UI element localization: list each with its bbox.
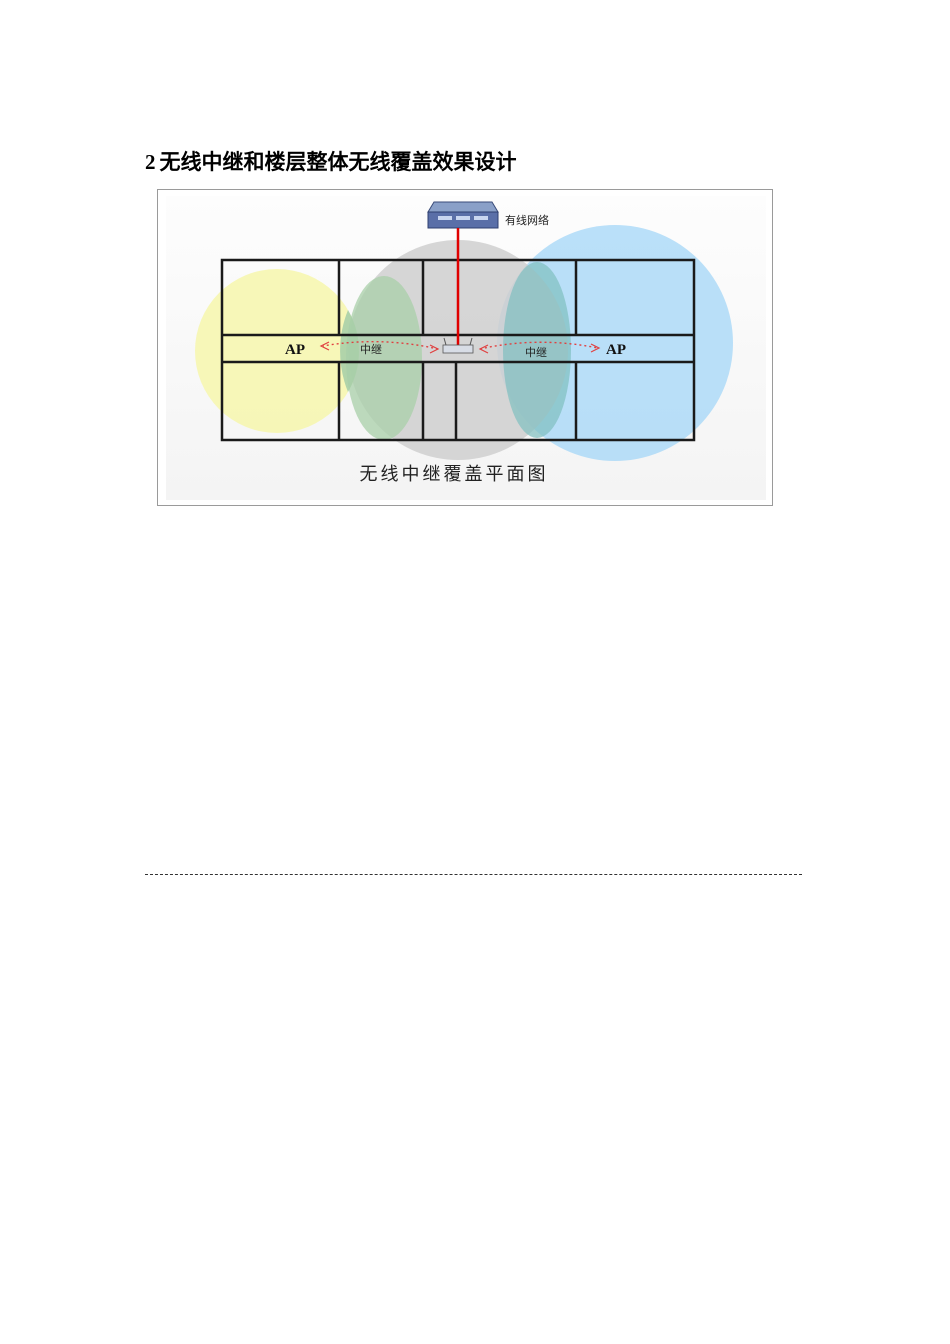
ap-right-label: AP bbox=[606, 342, 626, 358]
relay-arrow-left-inner bbox=[429, 344, 440, 354]
section-title: 无线中继和楼层整体无线覆盖效果设计 bbox=[159, 150, 517, 174]
switch-icon bbox=[427, 201, 499, 229]
router-icon bbox=[442, 337, 474, 354]
page-divider bbox=[145, 874, 802, 875]
coverage-diagram-svg: 有线网络 AP AP 中继 中继 无线中继覆盖平面图 bbox=[166, 196, 766, 500]
relay-right-label: 中继 bbox=[525, 346, 547, 359]
relay-link-right bbox=[479, 341, 599, 350]
section-number: 2 bbox=[145, 150, 156, 174]
left-coverage-circle bbox=[195, 269, 359, 433]
relay-arrow-right-outer bbox=[590, 343, 601, 353]
relay-arrow-right-inner bbox=[478, 344, 489, 354]
floor-plan bbox=[220, 258, 696, 442]
coverage-diagram: 有线网络 AP AP 中继 中继 无线中继覆盖平面图 bbox=[157, 189, 773, 506]
relay-left-label: 中继 bbox=[360, 343, 382, 356]
diagram-caption: 无线中继覆盖平面图 bbox=[360, 464, 549, 485]
right-overlap-area bbox=[503, 262, 571, 438]
relay-arrow-left-outer bbox=[319, 341, 330, 351]
left-overlap-area bbox=[346, 276, 422, 440]
ap-left-label: AP bbox=[285, 342, 305, 358]
switch-label: 有线网络 bbox=[505, 213, 549, 227]
